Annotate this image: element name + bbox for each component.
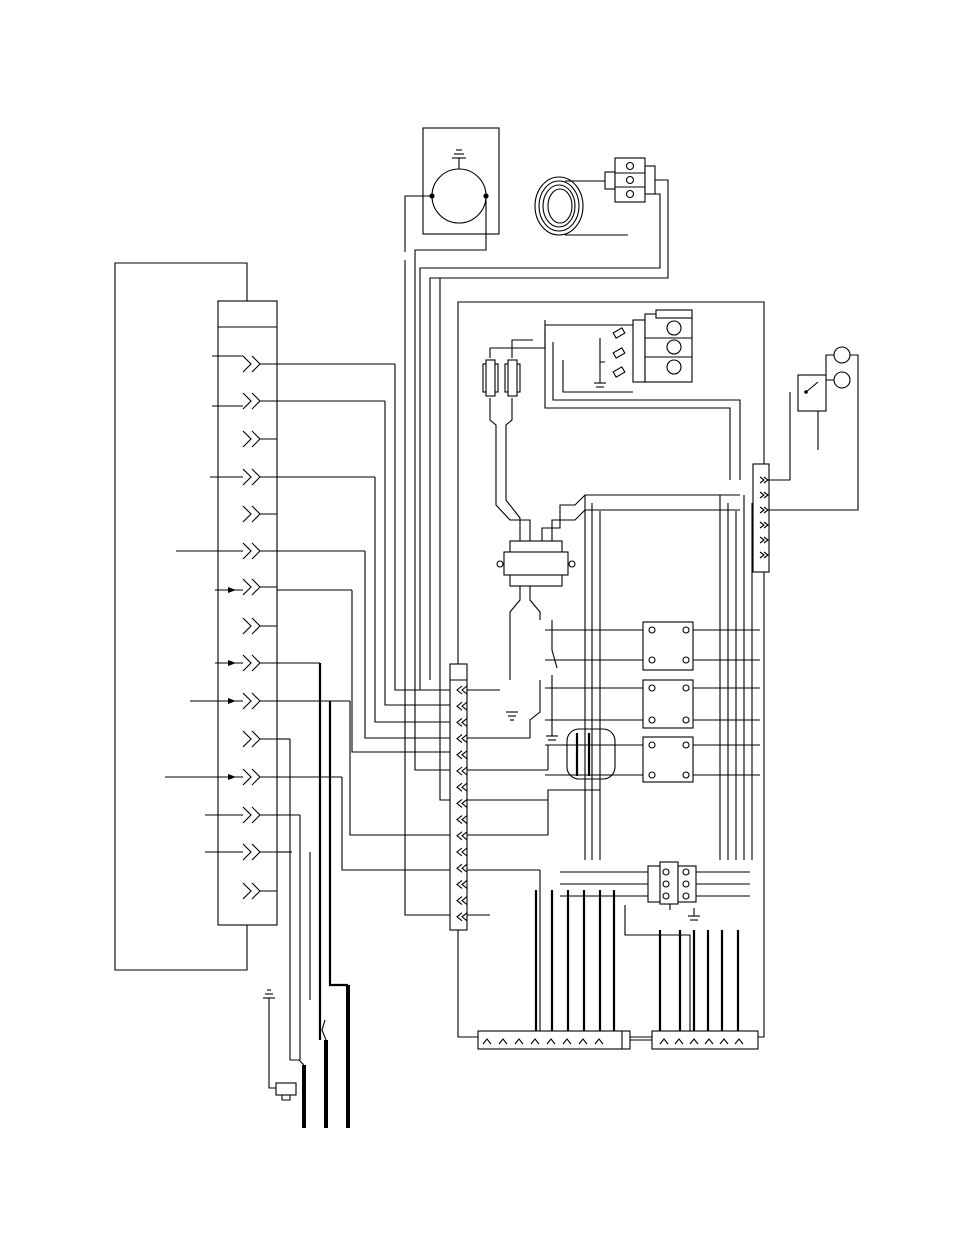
motor-box <box>405 128 499 260</box>
main-control-board <box>458 302 764 1037</box>
route-c <box>375 477 450 722</box>
strip-to-cap <box>548 745 567 770</box>
bottom-connector-left <box>478 1031 630 1049</box>
transformer <box>496 458 740 680</box>
relay-k1 <box>643 622 693 670</box>
relay-k3 <box>643 737 693 782</box>
relay-k2 <box>643 680 693 728</box>
strip-to-xfmr <box>530 680 540 738</box>
switch-assembly <box>768 347 858 510</box>
power-cords <box>263 985 348 1128</box>
cord-lead-2 <box>330 701 348 985</box>
power-terminal-block-top <box>545 310 740 480</box>
capacitor <box>567 729 615 779</box>
route-e <box>352 590 450 752</box>
left-connector-strip <box>115 263 277 970</box>
route-a <box>395 364 450 690</box>
sensor-terminal-block <box>420 158 668 690</box>
route-f <box>342 777 450 870</box>
power-terminal-block <box>648 862 700 920</box>
xfmr-switch <box>552 620 557 668</box>
route-h <box>405 260 450 915</box>
cord-lead-3 <box>290 739 299 1060</box>
route-d <box>365 551 450 738</box>
ground-symbols <box>506 712 558 740</box>
fuse-pair <box>483 320 545 458</box>
